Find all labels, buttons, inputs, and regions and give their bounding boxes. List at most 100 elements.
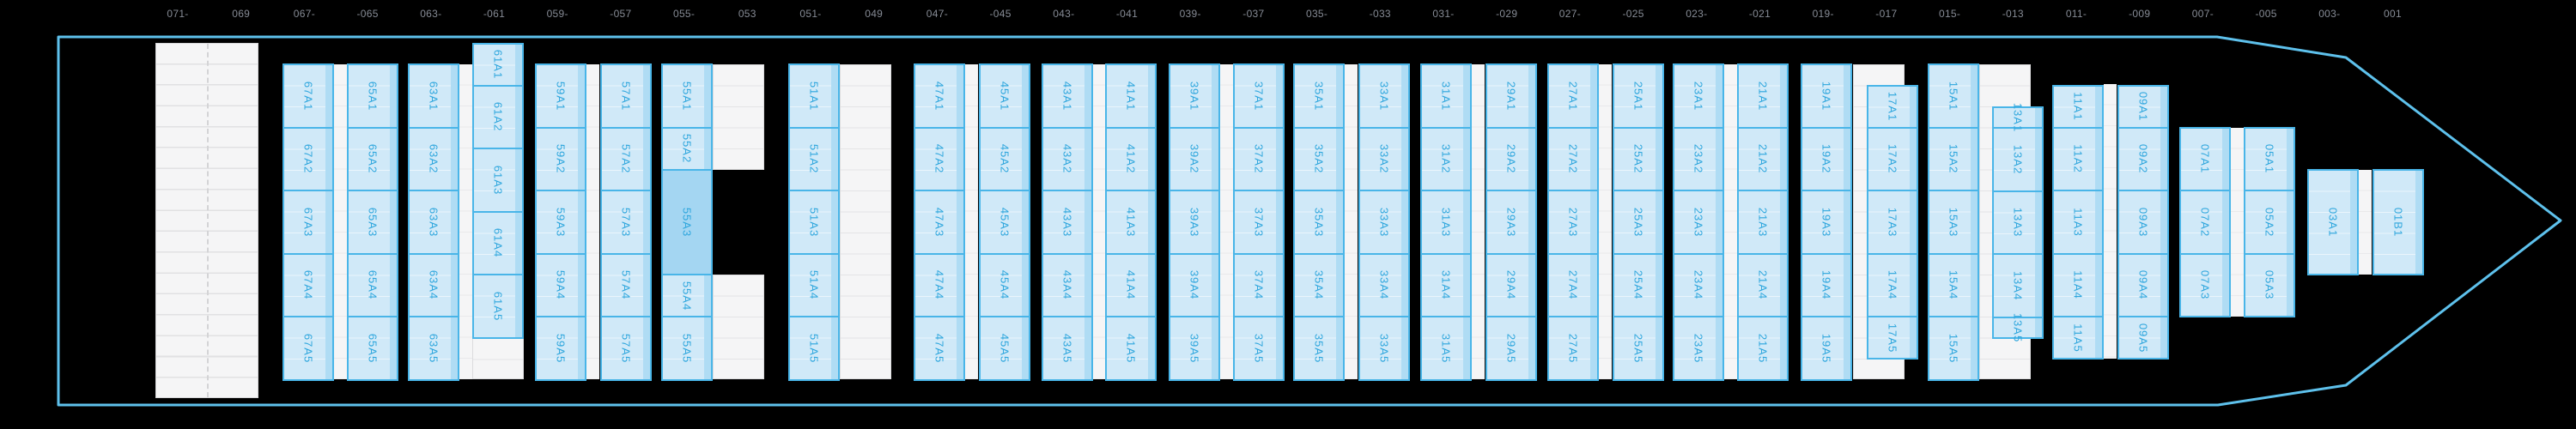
cell-41A5[interactable]: 41A5 xyxy=(1105,316,1157,381)
cell-55A1[interactable]: 55A1 xyxy=(661,63,713,129)
cell-43A4[interactable]: 43A4 xyxy=(1042,252,1093,317)
cell-47A5[interactable]: 47A5 xyxy=(914,316,965,381)
cell-37A1[interactable]: 37A1 xyxy=(1233,63,1285,129)
cell-11A5[interactable]: 11A5 xyxy=(2052,316,2104,360)
cell-19A4[interactable]: 19A4 xyxy=(1801,252,1852,317)
cell-25A1[interactable]: 25A1 xyxy=(1613,63,1664,129)
cell-39A3[interactable]: 39A3 xyxy=(1169,190,1220,255)
cell-11A1[interactable]: 11A1 xyxy=(2052,84,2104,129)
cell-15A3[interactable]: 15A3 xyxy=(1928,190,1979,255)
cell-57A4[interactable]: 57A4 xyxy=(600,252,652,317)
cell-39A5[interactable]: 39A5 xyxy=(1169,316,1220,381)
cell-31A5[interactable]: 31A5 xyxy=(1420,316,1472,381)
cell-19A2[interactable]: 19A2 xyxy=(1801,126,1852,191)
cell-19A3[interactable]: 19A3 xyxy=(1801,190,1852,255)
cell-33A4[interactable]: 33A4 xyxy=(1358,252,1410,317)
cell-59A2[interactable]: 59A2 xyxy=(535,126,586,191)
cell-15A4[interactable]: 15A4 xyxy=(1928,252,1979,317)
cell-13A1[interactable]: 13A1 xyxy=(1992,103,2044,132)
cell-39A2[interactable]: 39A2 xyxy=(1169,126,1220,191)
cell-33A1[interactable]: 33A1 xyxy=(1358,63,1410,129)
cell-29A5[interactable]: 29A5 xyxy=(1485,316,1537,381)
cell-33A5[interactable]: 33A5 xyxy=(1358,316,1410,381)
cell-13A2[interactable]: 13A2 xyxy=(1992,127,2044,192)
cell-41A4[interactable]: 41A4 xyxy=(1105,252,1157,317)
cell-27A1[interactable]: 27A1 xyxy=(1547,63,1599,129)
cell-05A2[interactable]: 05A2 xyxy=(2244,190,2295,255)
cell-25A2[interactable]: 25A2 xyxy=(1613,126,1664,191)
cell-67A2[interactable]: 67A2 xyxy=(283,126,334,191)
cell-17A4[interactable]: 17A4 xyxy=(1867,252,1918,317)
cell-63A2[interactable]: 63A2 xyxy=(408,126,459,191)
cell-65A1[interactable]: 65A1 xyxy=(347,63,398,129)
cell-13A5[interactable]: 13A5 xyxy=(1992,313,2044,342)
cell-61A5[interactable]: 61A5 xyxy=(472,274,524,339)
cell-17A1[interactable]: 17A1 xyxy=(1867,84,1918,129)
cell-63A3[interactable]: 63A3 xyxy=(408,190,459,255)
cell-29A3[interactable]: 29A3 xyxy=(1485,190,1537,255)
cell-65A5[interactable]: 65A5 xyxy=(347,316,398,381)
cell-31A3[interactable]: 31A3 xyxy=(1420,190,1472,255)
cell-65A3[interactable]: 65A3 xyxy=(347,190,398,255)
cell-45A5[interactable]: 45A5 xyxy=(979,316,1030,381)
cell-33A3[interactable]: 33A3 xyxy=(1358,190,1410,255)
cell-25A4[interactable]: 25A4 xyxy=(1613,252,1664,317)
cell-11A2[interactable]: 11A2 xyxy=(2052,126,2104,191)
cell-19A5[interactable]: 19A5 xyxy=(1801,316,1852,381)
cell-63A1[interactable]: 63A1 xyxy=(408,63,459,129)
cell-55A4[interactable]: 55A4 xyxy=(661,274,713,317)
cell-23A1[interactable]: 23A1 xyxy=(1673,63,1724,129)
cell-31A2[interactable]: 31A2 xyxy=(1420,126,1472,191)
cell-29A4[interactable]: 29A4 xyxy=(1485,252,1537,317)
cell-57A2[interactable]: 57A2 xyxy=(600,126,652,191)
cell-21A5[interactable]: 21A5 xyxy=(1737,316,1789,381)
cell-59A1[interactable]: 59A1 xyxy=(535,63,586,129)
cell-05A1[interactable]: 05A1 xyxy=(2244,126,2295,191)
cell-61A2[interactable]: 61A2 xyxy=(472,84,524,149)
cell-47A1[interactable]: 47A1 xyxy=(914,63,965,129)
cell-21A1[interactable]: 21A1 xyxy=(1737,63,1789,129)
cell-61A3[interactable]: 61A3 xyxy=(472,148,524,213)
cell-55A2[interactable]: 55A2 xyxy=(661,126,713,171)
cell-57A3[interactable]: 57A3 xyxy=(600,190,652,255)
cell-59A4[interactable]: 59A4 xyxy=(535,252,586,317)
cell-27A2[interactable]: 27A2 xyxy=(1547,126,1599,191)
cell-09A1[interactable]: 09A1 xyxy=(2117,84,2169,129)
cell-33A2[interactable]: 33A2 xyxy=(1358,126,1410,191)
cell-29A2[interactable]: 29A2 xyxy=(1485,126,1537,191)
cell-13A4[interactable]: 13A4 xyxy=(1992,253,2044,318)
cell-45A3[interactable]: 45A3 xyxy=(979,190,1030,255)
cell-11A4[interactable]: 11A4 xyxy=(2052,252,2104,317)
cell-51A5[interactable]: 51A5 xyxy=(788,316,840,381)
cell-15A2[interactable]: 15A2 xyxy=(1928,126,1979,191)
cell-31A1[interactable]: 31A1 xyxy=(1420,63,1472,129)
cell-17A5[interactable]: 17A5 xyxy=(1867,316,1918,360)
cell-51A2[interactable]: 51A2 xyxy=(788,126,840,191)
cell-17A3[interactable]: 17A3 xyxy=(1867,190,1918,255)
cell-45A1[interactable]: 45A1 xyxy=(979,63,1030,129)
cell-37A2[interactable]: 37A2 xyxy=(1233,126,1285,191)
cell-29A1[interactable]: 29A1 xyxy=(1485,63,1537,129)
cell-61A1[interactable]: 61A1 xyxy=(472,42,524,87)
cell-55A3[interactable]: 55A3 xyxy=(661,168,713,275)
cell-43A5[interactable]: 43A5 xyxy=(1042,316,1093,381)
cell-39A1[interactable]: 39A1 xyxy=(1169,63,1220,129)
cell-23A4[interactable]: 23A4 xyxy=(1673,252,1724,317)
cell-43A3[interactable]: 43A3 xyxy=(1042,190,1093,255)
cell-39A4[interactable]: 39A4 xyxy=(1169,252,1220,317)
cell-51A4[interactable]: 51A4 xyxy=(788,252,840,317)
cell-27A4[interactable]: 27A4 xyxy=(1547,252,1599,317)
cell-07A3[interactable]: 07A3 xyxy=(2179,252,2231,317)
cell-67A4[interactable]: 67A4 xyxy=(283,252,334,317)
cell-57A5[interactable]: 57A5 xyxy=(600,316,652,381)
cell-51A1[interactable]: 51A1 xyxy=(788,63,840,129)
cell-65A4[interactable]: 65A4 xyxy=(347,252,398,317)
cell-37A3[interactable]: 37A3 xyxy=(1233,190,1285,255)
cell-25A3[interactable]: 25A3 xyxy=(1613,190,1664,255)
cell-35A3[interactable]: 35A3 xyxy=(1293,190,1345,255)
cell-37A5[interactable]: 37A5 xyxy=(1233,316,1285,381)
cell-09A2[interactable]: 09A2 xyxy=(2117,126,2169,191)
cell-37A4[interactable]: 37A4 xyxy=(1233,252,1285,317)
cell-09A4[interactable]: 09A4 xyxy=(2117,252,2169,317)
cell-55A5[interactable]: 55A5 xyxy=(661,316,713,381)
